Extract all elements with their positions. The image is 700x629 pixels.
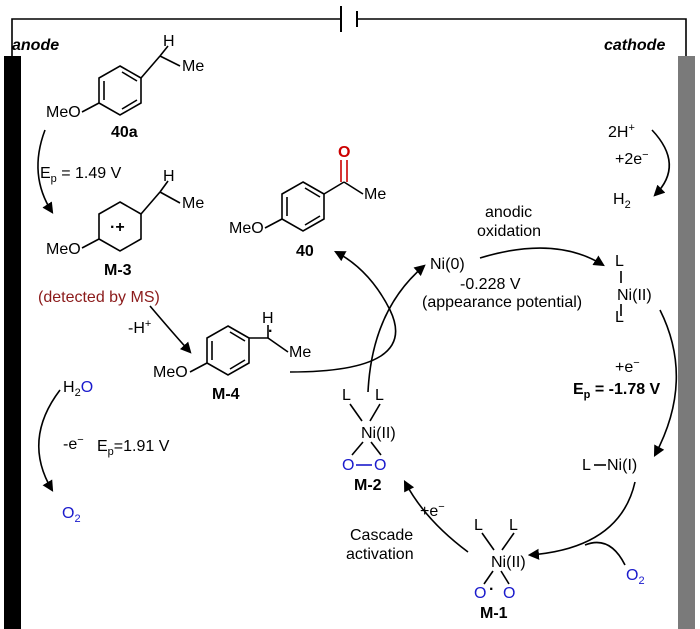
ni-ii-label: Ni(II) [361,425,396,442]
arrow-water-oxidation [37,389,61,492]
plus-2e-label: +2e− [615,149,649,168]
arrow-oxidation-1 [37,129,54,214]
ligand-label: L [582,457,591,474]
oxygen-atom-label: O [342,457,354,474]
activation-label: activation [346,546,414,563]
arrow-anodic-oxidation [479,247,605,267]
cascade-label: Cascade [350,527,413,544]
oxygen-product-label: O2 [62,505,81,525]
radical-label: · [489,581,494,598]
complex-m1: L L Ni(II) O O · M-1 [474,517,526,622]
circuit-wire [11,6,687,56]
methoxy-label: MeO [46,104,81,121]
detected-by-ms-note: (detected by MS) [38,289,160,306]
ni-ii-label: Ni(II) [491,554,526,571]
compound-label-40a: 40a [111,124,138,141]
molecule-m3: H Me ·+ MeO M-3 (detected by MS) [38,168,204,306]
hydrogen-label: H [163,168,175,185]
compound-label-m4: M-4 [212,386,240,403]
ni0-label: Ni(0) [430,256,465,273]
ep-label-2: Ep=1.91 V [97,438,170,458]
ligand-label: L [375,387,384,404]
hydrogen-product-label: H2 [613,191,631,211]
complex-m2: L L Ni(II) O O M-2 [342,387,396,494]
anode-electrode [4,56,21,629]
deprotonation-label: -H+ [128,318,151,337]
anodic-label: anodic [485,204,532,221]
arrow-deprotonation [149,305,192,354]
arrow-to-ni0 [367,264,426,393]
appearance-potential-label: (appearance potential) [422,294,582,311]
oxidation-label: oxidation [477,223,541,240]
compound-label-m2: M-2 [354,477,382,494]
protons-label: 2H+ [608,122,635,141]
anode-label: anode [12,37,59,54]
arrow-to-product-40 [289,250,397,373]
molecule-40: O Me MeO 40 [229,144,386,260]
cathode-electrode [678,56,695,629]
arrow-proton-reduction [651,129,671,197]
compound-label-m3: M-3 [104,262,132,279]
ligand-label: L [615,253,624,270]
carbonyl-oxygen-label: O [338,144,350,161]
arrow-to-m1 [527,481,636,560]
arrow-cascade-activation [403,480,469,553]
plus-e-label: +e− [615,357,640,376]
ni-ii-label: Ni(II) [617,287,652,304]
ligand-label: L [509,517,518,534]
ligand-label: L [474,517,483,534]
compound-label-m1: M-1 [480,605,508,622]
complex-l2ni-ii: L Ni(II) L [615,253,652,326]
potential-label: -0.228 V [460,276,521,293]
methyl-label: Me [289,344,311,361]
methyl-label: Me [182,195,204,212]
ep-label-1: Ep = 1.49 V [40,165,122,185]
methoxy-label: MeO [46,241,81,258]
ligand-label: L [615,309,624,326]
methyl-label: Me [182,58,204,75]
methyl-label: Me [364,186,386,203]
compound-label-40: 40 [296,243,314,260]
ni-i-label: Ni(I) [607,457,637,474]
minus-e-label: -e− [63,434,84,453]
oxygen-reagent-label: O2 [626,567,645,587]
methoxy-label: MeO [229,220,264,237]
molecule-40a: H Me MeO 40a [46,33,204,141]
oxygen-atom-label: O [474,585,486,602]
methoxy-label: MeO [153,364,188,381]
hydrogen-label: H [262,310,274,327]
radical-label: · [268,323,273,340]
radical-cation-label: ·+ [110,219,125,236]
arrow-oxygen-addition [584,541,626,566]
ligand-label: L [342,387,351,404]
cathode-label: cathode [604,37,665,54]
molecule-m4: H · Me MeO M-4 [153,310,311,403]
ep-label-3: Ep = -1.78 V [573,381,661,401]
oxygen-atom-label: O [503,585,515,602]
arrow-cathodic-reduction [653,309,678,457]
plus-e2-label: +e− [420,501,445,520]
hydrogen-label: H [163,33,175,50]
water-label: H2O [63,379,93,399]
oxygen-atom-label: O [374,457,386,474]
complex-lni-i: L Ni(I) [582,457,637,474]
